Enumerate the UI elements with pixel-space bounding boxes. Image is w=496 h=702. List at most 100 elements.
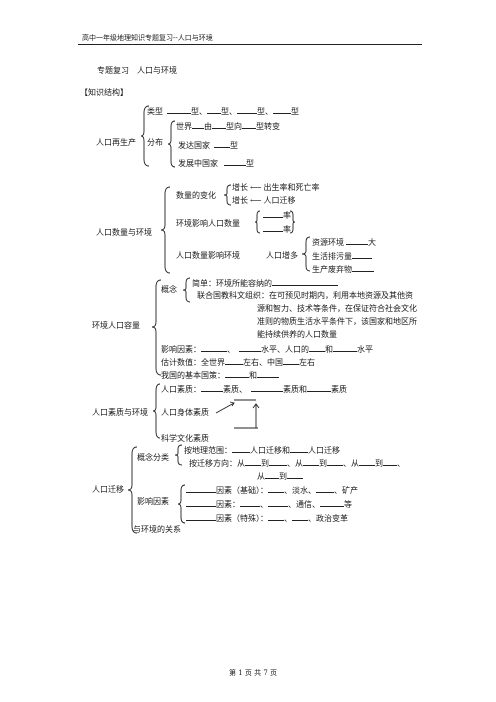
estimate-label: 估计数值：全世界 [161, 358, 225, 367]
special-comma: 、 [284, 514, 292, 523]
cultural-label: 科学文化素质 [161, 434, 209, 443]
pollution-row: 生活排污量 [312, 250, 372, 262]
pop-brace [301, 236, 311, 272]
waste: 生产废弃物 [312, 265, 352, 274]
by-scope: 按地理范围： [184, 446, 232, 455]
doc-title: 专题复习 人口与环境 [97, 66, 177, 75]
level-end: 水平 [357, 345, 373, 354]
part2-label: 人口数量与环境 [96, 228, 152, 237]
by-direction: 按迁移方向：从 [189, 459, 245, 468]
basic-mid: 、淡水、 [284, 486, 316, 495]
comma-1: 、 [343, 459, 351, 468]
direction-row-2: 从到 [257, 470, 303, 482]
special-label: 因素（特殊）： [216, 514, 268, 523]
sep: 、 [227, 345, 235, 354]
basic-label: 因素（基础）： [216, 486, 268, 495]
growth-row-2: 增长⟵人口迁移 [232, 196, 295, 206]
level-text: 水平、人口的 [261, 345, 309, 354]
quality-arrows [215, 399, 260, 429]
pop-affects-label: 人口数量影响环境 [176, 251, 240, 260]
res-env-row: 资源环境大 [312, 236, 376, 248]
factor-2: 人口迁移 [263, 196, 296, 205]
quality-label: 人口素质： [161, 385, 201, 394]
pop-growth-label: 人口增多 [266, 251, 298, 260]
factor-end: 等 [344, 500, 352, 509]
from-3: 从 [351, 459, 359, 468]
concept-label: 概念 [161, 285, 177, 294]
factor-mid: 、通信、 [288, 500, 320, 509]
world-prefix: 世界 [176, 122, 192, 131]
part3-label: 环境人口容量 [92, 321, 140, 330]
world-end: 型转变 [256, 122, 280, 131]
page-header: 高中一年级地理知识专题复习--人口与环境 [82, 34, 213, 42]
basic-row: 因素（基础）： 、淡水、 、矿产 [186, 484, 358, 496]
quality-and: 素质和 [283, 385, 307, 394]
to-1: 到 [261, 459, 269, 468]
page-footer: 第 1 页 共 7 页 [229, 669, 278, 677]
change-label: 数量的变化 [176, 191, 216, 200]
special-end: 、政治变革 [308, 514, 348, 523]
special-row: 因素（特殊）： 、 、政治变革 [186, 512, 348, 524]
relation-label: 与环境的关系 [133, 525, 181, 534]
physical-label: 人口身体素质 [161, 408, 209, 417]
part3-brace [151, 279, 162, 376]
change-brace [223, 184, 232, 206]
part4-brace [152, 383, 161, 439]
quality-word: 素质、 [223, 385, 247, 394]
factors5-label: 影响因素 [137, 497, 169, 506]
dist-label: 分布 [147, 138, 163, 147]
to-3: 到 [375, 459, 383, 468]
rate-brackets [254, 210, 296, 234]
estimate-mid: 左右、中国 [243, 358, 283, 367]
and-text: 和 [325, 345, 333, 354]
factors5-brace [177, 484, 186, 524]
factor-comma: 、 [260, 500, 268, 509]
estimate-row: 估计数值：全世界 左右、中国 左右 [161, 356, 315, 368]
scope-row: 按地理范围： 人口迁移和 人口迁移 [184, 444, 340, 456]
part2-brace [160, 186, 171, 274]
type-word-2: 型、 [221, 107, 237, 116]
world-mid: 型向 [226, 122, 242, 131]
scope-mid: 人口迁移和 [250, 446, 290, 455]
to-2: 到 [319, 459, 327, 468]
res-env: 资源环境 [312, 238, 344, 247]
factors-label: 影响因素： [161, 345, 201, 354]
un-def-4: 能持续供养的人口数量 [257, 330, 337, 339]
from-4: 从 [257, 472, 265, 481]
world-from: 由 [204, 122, 212, 131]
env-affects-label: 环境影响人口数量 [176, 219, 240, 228]
un-def-1: 联合国教科文组织：在可预见时期内，利用本地资源及其他资 [197, 291, 413, 300]
quality-row: 人口素质：素质、素质和素质 [161, 383, 347, 395]
waste-row: 生产废弃物 [312, 263, 374, 275]
developed-row: 发达国家 型 [178, 139, 238, 151]
developed-label: 发达国家 [178, 141, 210, 150]
developed-suffix: 型 [230, 141, 238, 150]
simple-text: 简单：环境所能容纳的 [192, 279, 272, 288]
type-word-4: 型 [291, 107, 299, 116]
estimate-end: 左右 [299, 358, 315, 367]
part5-label: 人口迁移 [92, 485, 124, 494]
dist-brace [167, 120, 176, 168]
developing-suffix: 型 [246, 159, 254, 168]
part1-brace [140, 105, 150, 167]
to-4: 到 [279, 472, 287, 481]
growth-row-1: 增长⟵出生率和死亡率 [232, 183, 319, 193]
part4-label: 人口素质与环境 [92, 408, 148, 417]
type-word-3: 型、 [257, 107, 273, 116]
simple-def: 简单：环境所能容纳的 [192, 277, 338, 289]
scope-end: 人口迁移 [308, 446, 340, 455]
type-row: 类型型、型、型、型 [147, 105, 299, 117]
factor-label: 因素： [216, 500, 240, 509]
rate-row-2: 率 [263, 223, 291, 235]
policy-label: 我国的基本国策： [161, 371, 225, 380]
class-brace [174, 444, 183, 466]
part1-label: 人口再生产 [96, 138, 136, 147]
un-def-2: 源和智力、技术等条件，在保证符合社会文化 [257, 304, 417, 313]
un-def-3: 准则的物质生活水平条件下，该国家和地区所 [257, 317, 417, 326]
arrow-left-icon: ⟵ [250, 183, 262, 192]
basic-end: 、矿产 [334, 486, 358, 495]
growth-2: 增长 [232, 196, 248, 205]
direction-row: 按迁移方向：从到、从到、从到、 [189, 457, 405, 469]
developing-label: 发展中国家 [178, 159, 218, 168]
type-word-1: 型、 [191, 107, 207, 116]
